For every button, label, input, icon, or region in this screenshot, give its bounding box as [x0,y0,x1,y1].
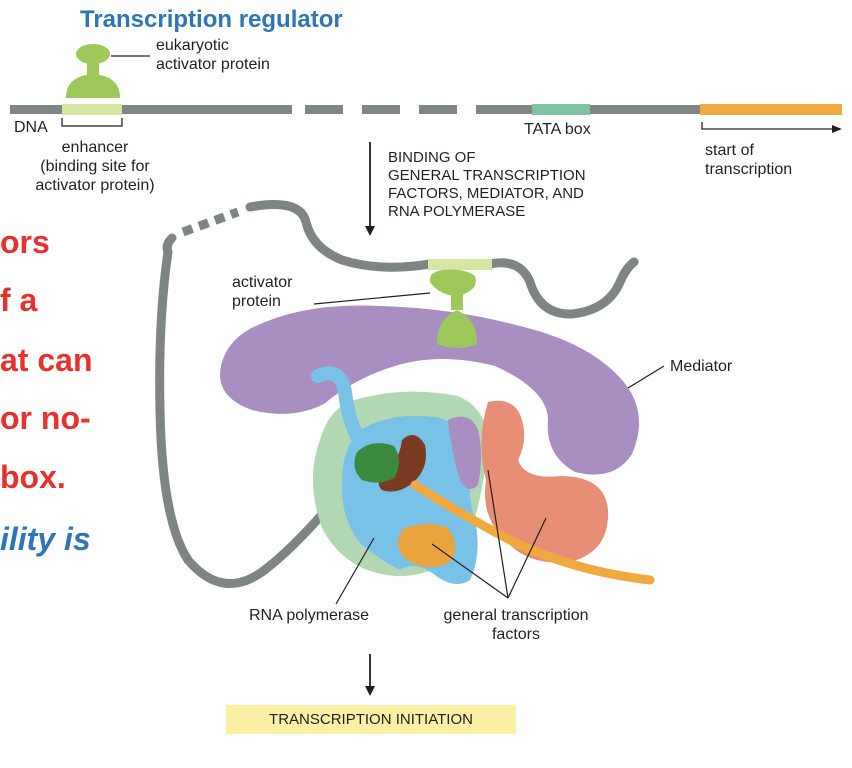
top-dna-strand [10,104,842,115]
overlay-red-line-3: at can [0,342,93,378]
mediator-shape [220,305,640,475]
transcribed-region [700,104,842,115]
leader-gtf-2 [487,469,509,599]
initiation-arrow [365,654,375,696]
leader-gtf-3 [507,517,547,599]
label-mediator: Mediator [670,358,733,375]
label-activator-protein-top: eukaryotic activator protein [156,37,270,73]
leader-activator [313,292,431,305]
polymerase-dark-green [354,443,399,483]
label-tata-box: TATA box [524,121,591,138]
leader-rna-polymerase [335,537,375,605]
transcription-initiation-box: TRANSCRIPTION INITIATION [226,705,516,734]
gtf-orange-shape [398,524,456,568]
label-start-of-transcription: start of transcription [705,142,793,178]
tata-box-region [532,104,590,115]
label-binding-step: BINDING OF GENERAL TRANSCRIPTION FACTORS… [388,149,586,220]
leader-mediator [627,365,665,389]
gtf-salmon-shape [481,400,609,563]
dna-dash [305,105,343,114]
label-activator-protein-complex: activator protein [232,274,293,310]
enhancer-bracket [61,118,123,127]
enhancer-region [62,104,122,115]
overlay-blue-line: ility is [0,521,91,557]
enhancer-region-loop [428,259,492,270]
label-enhancer: enhancer (binding site for activator pro… [35,139,155,194]
label-general-transcription-factors: general transcription factors [443,607,589,643]
overlay-red-line-5: box. [0,459,66,495]
transcription-start-arrow [701,122,842,133]
diagram-title: Transcription regulator [80,6,343,33]
dna-dash [362,105,400,114]
binding-step-arrow [365,142,375,236]
gtf-purple-piece [448,416,481,489]
dna-dash [419,105,457,114]
activator-protein-top [66,44,150,98]
gtf-blue-hook [311,366,367,449]
label-dna: DNA [14,119,48,136]
overlay-red-line-1: ors [0,224,50,260]
leader-gtf-1 [431,543,509,599]
activator-protein-complex [429,269,478,348]
label-transcription-initiation: TRANSCRIPTION INITIATION [269,711,473,728]
rna-transcript-tail [410,480,655,585]
overlay-red-line-2: f a [0,282,38,318]
overlay-red-line-4: or no- [0,400,91,436]
dna-segment [10,105,292,114]
label-rna-polymerase: RNA polymerase [249,607,370,624]
